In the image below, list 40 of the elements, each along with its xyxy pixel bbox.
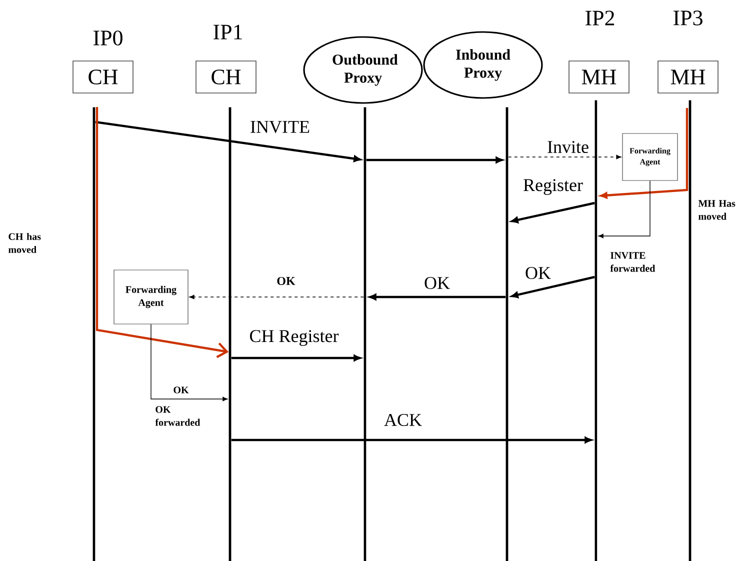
edge-label: CH Register (248, 329, 340, 347)
arrow (150, 324, 228, 402)
edge-label: ACK (383, 412, 423, 428)
participant-box: MH (658, 60, 718, 94)
arrow (369, 294, 506, 300)
edge-label: OK (423, 276, 451, 290)
arrow (598, 180, 650, 238)
arrow (366, 156, 503, 164)
note: OK forwarded (155, 406, 200, 426)
ip-label: IP3 (674, 10, 702, 26)
edge-label: OK (276, 276, 296, 286)
edge-label: OK (524, 266, 552, 280)
note: MH Has moved (698, 200, 736, 220)
note: CH has moved (8, 232, 41, 253)
arrow (189, 294, 364, 300)
edge-label: Invite (546, 140, 590, 154)
arrow (508, 154, 622, 160)
arrow (231, 436, 592, 444)
lifeline (364, 107, 366, 561)
arrow (96, 107, 229, 358)
forwarding-agent-box: Forwarding Agent (622, 133, 678, 181)
ip-label: IP2 (586, 10, 614, 26)
lifeline (92, 107, 96, 561)
participant-box: CH (196, 60, 256, 94)
participant-box: CH (72, 60, 134, 94)
forwarding-agent-box: Forwarding Agent (114, 270, 188, 324)
edge-label: INVITE (249, 120, 311, 134)
edge-label: OK (172, 386, 190, 394)
arrow (600, 108, 688, 199)
arrow (95, 120, 361, 162)
participant-box: MH (568, 60, 630, 94)
arrow (231, 354, 361, 362)
ip-label: IP0 (94, 30, 122, 46)
lifeline (506, 107, 508, 561)
edge-label: Register (522, 178, 584, 196)
arrow (511, 202, 595, 224)
ip-label: IP1 (214, 24, 242, 40)
arrow (511, 276, 595, 298)
note: INVITE forwarded (610, 252, 656, 272)
lifeline (688, 100, 692, 561)
